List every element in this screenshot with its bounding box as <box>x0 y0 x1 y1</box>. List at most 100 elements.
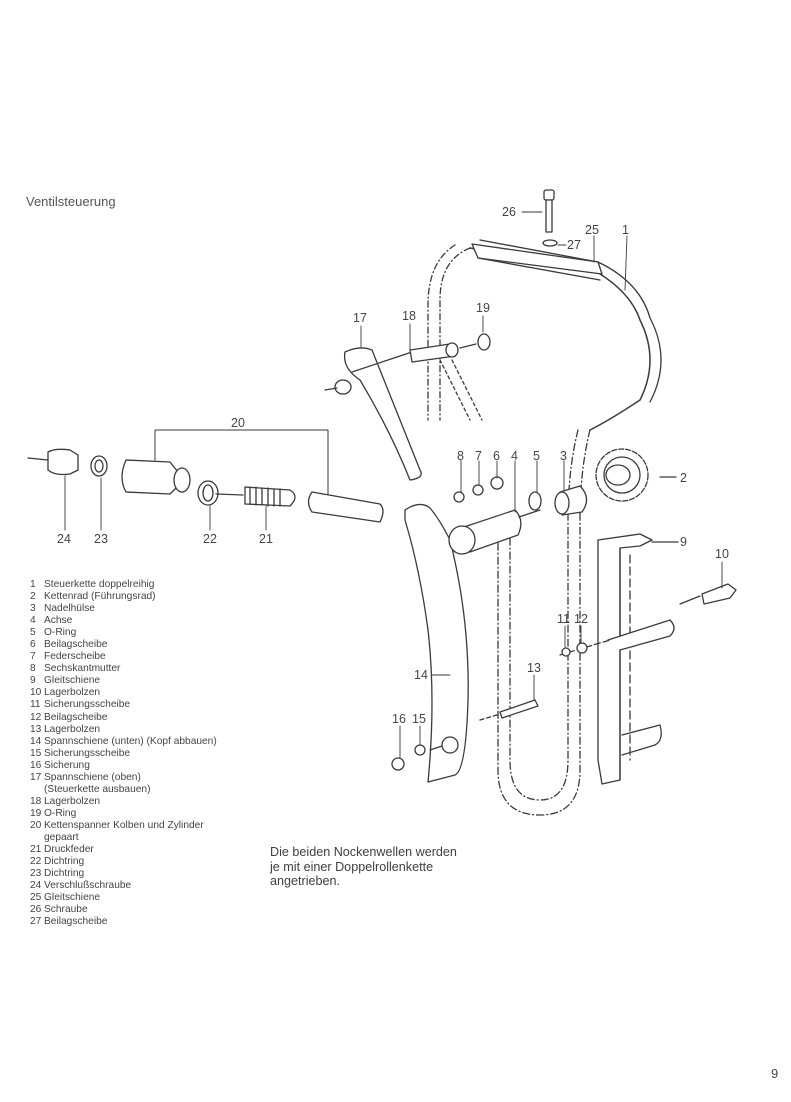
callout-23: 23 <box>94 532 108 546</box>
legend-label: Sicherung <box>44 759 90 771</box>
parts-legend: 1 Steuerkette doppelreihig 2 Kettenrad (Füh… <box>30 579 217 928</box>
callout-4: 4 <box>511 449 518 463</box>
legend-number: 15 <box>30 747 42 759</box>
legend-number: 14 <box>30 735 42 747</box>
legend-number: 13 <box>30 723 42 735</box>
legend-item: 3 Nadelhülse <box>30 603 217 615</box>
callout-26: 26 <box>502 205 516 219</box>
callout-5: 5 <box>533 449 540 463</box>
legend-item-continuation: (Steuerkette ausbauen) <box>44 783 151 795</box>
legend-label: Dichtring <box>44 856 85 868</box>
legend-label: Gleitschiene <box>44 892 101 904</box>
legend-label: Kettenrad (Führungsrad) <box>44 591 156 603</box>
legend-label: Beilagscheibe <box>44 711 108 723</box>
callout-11: 11 <box>557 612 570 626</box>
callout-3: 3 <box>560 449 567 463</box>
legend-number: 19 <box>30 807 42 819</box>
legend-label: O-Ring <box>44 627 77 639</box>
bolt-13 <box>479 699 539 721</box>
callout-16: 16 <box>392 712 406 726</box>
callout-20: 20 <box>231 416 245 430</box>
legend-number: 22 <box>30 856 42 868</box>
tensioner-rail-lower <box>391 503 469 783</box>
leader-lines <box>64 211 723 759</box>
callout-6: 6 <box>493 449 500 463</box>
callout-1: 1 <box>622 223 629 237</box>
callout-15: 15 <box>412 712 426 726</box>
callout-10: 10 <box>715 547 729 561</box>
legend-item: 1 Steuerkette doppelreihig <box>30 579 217 591</box>
legend-number: 16 <box>30 759 42 771</box>
bolt-26 <box>542 189 558 247</box>
legend-number: 17 <box>30 771 42 783</box>
legend-label: Sechskantmutter <box>44 663 121 675</box>
legend-number: 6 <box>30 639 36 651</box>
callout-13: 13 <box>527 661 541 675</box>
chain-tensioner-assembly <box>27 429 384 523</box>
legend-label: Achse <box>44 615 73 627</box>
note-line: je mit einer Doppelrollenkette <box>270 859 434 874</box>
legend-label: O-Ring <box>44 807 77 819</box>
tensioner-rail-upper <box>324 347 422 481</box>
legend-label: Spannschiene (oben) <box>44 771 141 783</box>
legend-label: Sicherungsscheibe <box>44 747 131 759</box>
legend-label: Sicherungsscheibe <box>44 699 131 711</box>
callout-22: 22 <box>203 532 217 546</box>
legend-label: Druckfeder <box>44 844 94 856</box>
callout-7: 7 <box>475 449 482 463</box>
legend-number: 21 <box>30 844 42 856</box>
legend-number: 18 <box>30 795 42 807</box>
legend-label: Lagerbolzen <box>44 687 101 699</box>
callout-9: 9 <box>680 535 687 549</box>
legend-number: 9 <box>30 675 36 687</box>
small-washers <box>453 476 588 516</box>
upper-guide-rail <box>471 243 603 281</box>
legend-label: Beilagscheibe <box>44 916 108 928</box>
legend-number: 23 <box>30 868 42 880</box>
legend-label: Verschlußschraube <box>44 880 132 892</box>
legend-label: Nadelhülse <box>44 603 95 615</box>
legend-number: 4 <box>30 615 36 627</box>
legend-item-continuation: gepaart <box>44 831 79 843</box>
legend-number: 1 <box>30 579 36 590</box>
legend-label: Steuerkette doppelreihig <box>44 579 155 590</box>
callout-14: 14 <box>414 668 428 682</box>
legend-item: 2 Kettenrad (Führungsrad) <box>30 591 217 603</box>
legend-label: Federscheibe <box>44 651 106 663</box>
callout-21: 21 <box>259 532 273 546</box>
legend-number: 2 <box>30 591 36 603</box>
callout-8: 8 <box>457 449 464 463</box>
page-number: 9 <box>771 1066 779 1081</box>
axle-4 <box>448 509 541 555</box>
legend-number: 20 <box>30 819 42 831</box>
note-line: angetrieben. <box>270 874 341 888</box>
legend-label: Kettenspanner Kolben und Zylinder <box>44 819 204 831</box>
legend-item: 4 Achse <box>30 615 217 627</box>
legend-number: 3 <box>30 603 36 615</box>
legend-number: 10 <box>30 687 42 699</box>
callout-18: 18 <box>402 309 416 323</box>
legend-number: 8 <box>30 663 36 675</box>
callout-25: 25 <box>585 223 599 237</box>
callout-2: 2 <box>680 471 687 485</box>
legend-number: 7 <box>30 651 36 663</box>
legend-number: 11 <box>30 699 41 711</box>
timing-chain <box>427 239 662 816</box>
